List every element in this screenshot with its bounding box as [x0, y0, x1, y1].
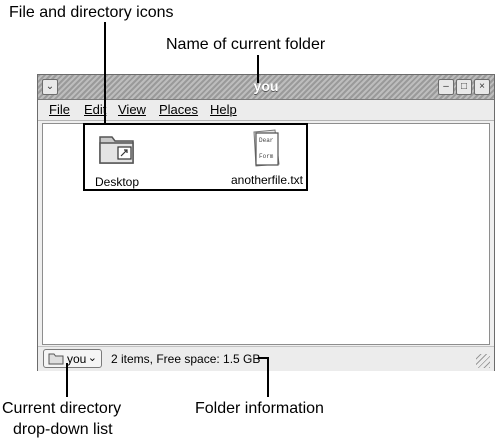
callout-line-folder-info: [267, 357, 269, 397]
callout-line-dropdown: [66, 363, 68, 397]
callout-dropdown-line2: drop-down list: [13, 421, 113, 438]
close-button[interactable]: ×: [474, 79, 490, 95]
callout-dropdown-line1: Current directory: [2, 400, 122, 417]
folder-info-text: 2 items, Free space: 1.5 GB: [111, 352, 261, 366]
callout-line-file-icons: [104, 22, 106, 123]
location-dropdown[interactable]: you ⌄: [43, 349, 102, 368]
folder-small-icon: [48, 353, 64, 365]
callout-line-folder-name: [257, 55, 259, 83]
menubar: File Edit View Places Help: [38, 100, 494, 120]
text-file-preview: Dear: [259, 137, 274, 144]
menu-help[interactable]: Help: [210, 102, 237, 117]
svg-text:Form: Form: [259, 153, 274, 160]
minimize-button[interactable]: –: [438, 79, 454, 95]
icons-highlight-box: [83, 123, 308, 191]
resize-grip[interactable]: [476, 354, 490, 368]
maximize-button[interactable]: □: [456, 79, 472, 95]
menu-edit[interactable]: Edit: [84, 102, 107, 117]
file-label-anotherfile: anotherfile.txt: [230, 173, 304, 187]
titlebar[interactable]: ⌄ you – □ ×: [38, 75, 494, 100]
callout-folder-info: Folder information: [195, 400, 324, 417]
chevron-down-icon: ⌄: [87, 352, 97, 364]
file-view[interactable]: Desktop Dear Form anotherfile.txt: [42, 123, 490, 345]
menu-view[interactable]: View: [118, 102, 146, 117]
menu-file[interactable]: File: [49, 102, 70, 117]
statusbar: you ⌄ 2 items, Free space: 1.5 GB: [38, 346, 494, 371]
folder-icon: [99, 136, 134, 164]
window-menu-button[interactable]: ⌄: [42, 79, 58, 95]
location-label: you: [67, 352, 87, 366]
file-item-anotherfile[interactable]: Dear Form anotherfile.txt: [212, 128, 322, 187]
callout-line-folder-info-tick: [258, 357, 269, 359]
callout-folder-name: Name of current folder: [166, 36, 326, 53]
menu-separator: [38, 120, 494, 121]
window-title: you: [253, 78, 279, 94]
text-file-icon: Dear Form: [253, 129, 280, 167]
menu-places[interactable]: Places: [159, 102, 199, 117]
callout-file-icons: File and directory icons: [9, 4, 174, 21]
file-item-desktop[interactable]: Desktop: [87, 130, 147, 189]
file-label-desktop: Desktop: [94, 175, 140, 189]
